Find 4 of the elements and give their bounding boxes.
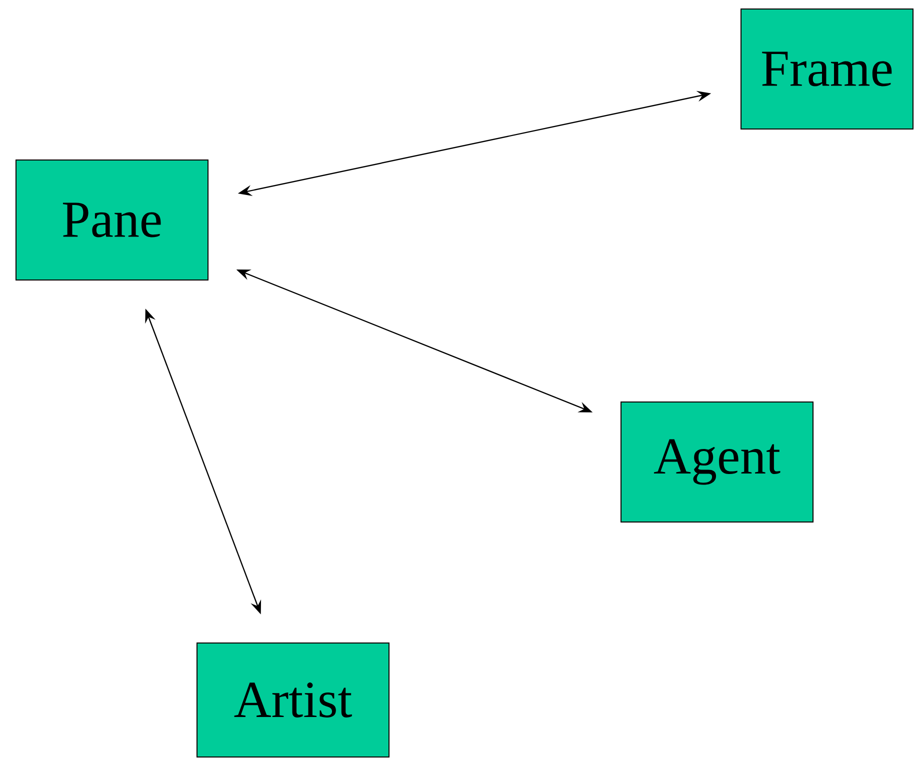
process-box: Frame xyxy=(740,8,914,130)
process-box: Agent xyxy=(620,402,814,522)
process-box: Pane xyxy=(16,160,208,280)
process-box: Artist xyxy=(196,642,390,758)
